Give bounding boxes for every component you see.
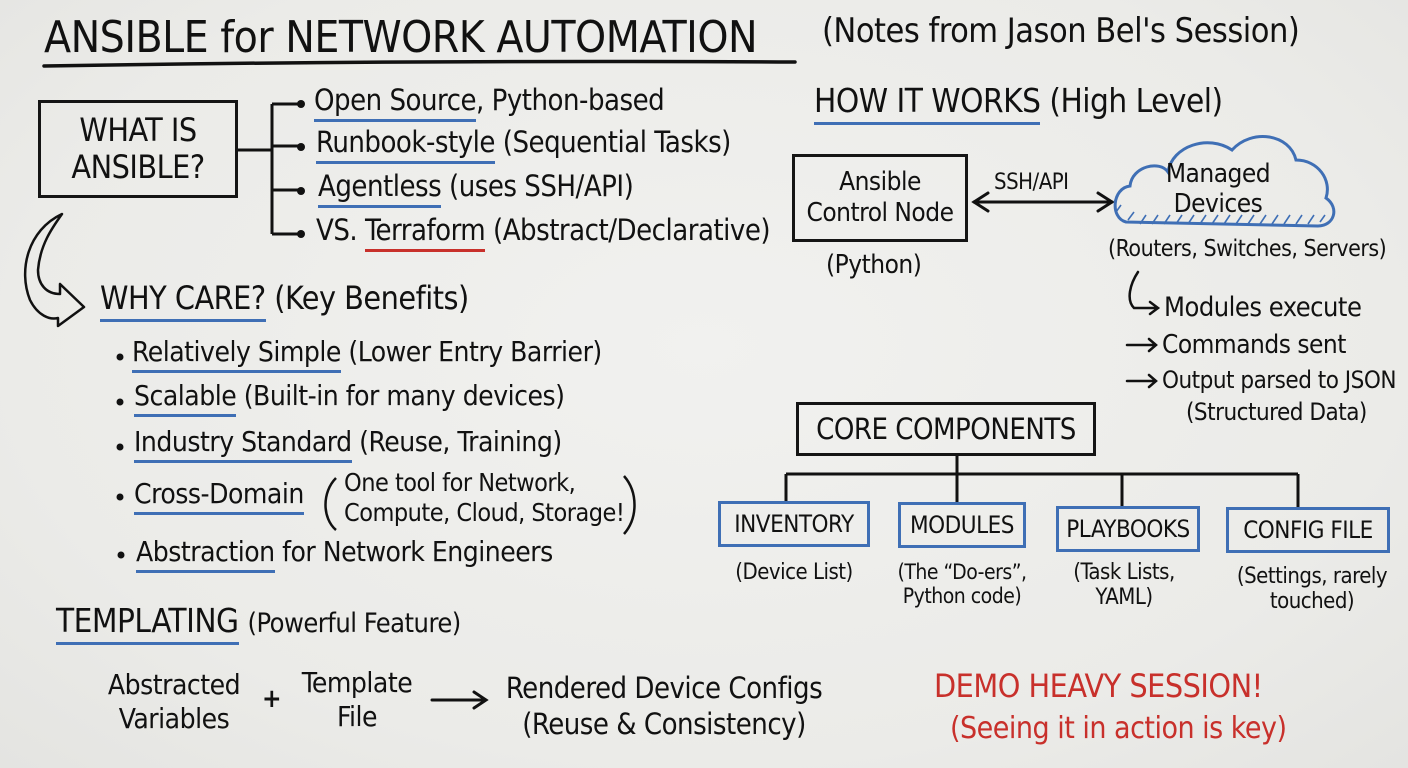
double-arrow-icon bbox=[971, 191, 1115, 213]
why-care-heading: WHY CARE? (Key Benefits) bbox=[100, 279, 469, 322]
item-detail: (Sequential Tasks) bbox=[494, 125, 732, 159]
paren-left bbox=[324, 477, 337, 531]
cloud-line2: Devices bbox=[1173, 188, 1263, 219]
hook-arrow-icon bbox=[1128, 270, 1161, 316]
benefit-item: Cross-Domain bbox=[134, 477, 304, 515]
output-line1: Rendered Device Configs bbox=[505, 671, 823, 705]
component-config-file: CONFIG FILE bbox=[1226, 507, 1390, 553]
step-item: Modules execute bbox=[1164, 292, 1362, 323]
page-subtitle: (Notes from Jason Bel's Session) bbox=[822, 11, 1300, 51]
heading-text: HOW IT WORKS bbox=[814, 81, 1041, 125]
note-line1: (Task Lists, bbox=[1073, 560, 1175, 585]
item-prefix: VS. bbox=[316, 213, 365, 247]
input-line2: File bbox=[337, 699, 377, 733]
what-is-item: VS. Terraform (Abstract/Declarative) bbox=[316, 213, 771, 252]
what-is-connector bbox=[238, 102, 300, 236]
note-line1: (Settings, rarely bbox=[1236, 564, 1388, 589]
control-node-note: (Python) bbox=[826, 250, 922, 280]
component-modules: MODULES bbox=[898, 502, 1026, 548]
cloud-note: (Routers, Switches, Servers) bbox=[1108, 236, 1387, 262]
item-detail: , Python-based bbox=[476, 83, 665, 117]
item-key: Open Source bbox=[314, 83, 477, 122]
benefit-item: Industry Standard (Reuse, Training) bbox=[134, 425, 562, 463]
input-line1: Abstracted bbox=[107, 668, 241, 701]
paren-right bbox=[623, 475, 636, 535]
what-is-item: Runbook-style (Sequential Tasks) bbox=[316, 125, 732, 164]
note-line1: (Device List) bbox=[735, 560, 853, 585]
item-detail: (Reuse, Training) bbox=[351, 425, 562, 458]
bullet-dot-icon bbox=[297, 100, 305, 238]
component-note: (Settings, rarely touched) bbox=[1220, 564, 1404, 615]
component-note: (The “Do-ers”, Python code) bbox=[884, 560, 1040, 608]
callout-note: (Seeing it in action is key) bbox=[950, 711, 1287, 746]
page-title: ANSIBLE for NETWORK AUTOMATION bbox=[44, 12, 758, 63]
detail-line2: Compute, Cloud, Storage! bbox=[344, 498, 625, 527]
benefit-item-detail: One tool for Network, Compute, Cloud, St… bbox=[344, 468, 625, 528]
heading-note: (High Level) bbox=[1049, 81, 1223, 120]
callout-title: DEMO HEAVY SESSION! bbox=[934, 667, 1263, 705]
input-line1: Template bbox=[301, 666, 413, 699]
note-line2: YAML) bbox=[1095, 585, 1153, 611]
curved-arrow-icon bbox=[23, 212, 86, 328]
template-input-variables: Abstracted Variables bbox=[96, 668, 252, 735]
detail-line1: One tool for Network, bbox=[344, 468, 576, 497]
item-key: Agentless bbox=[318, 169, 442, 208]
item-key: Terraform bbox=[364, 213, 486, 252]
heading-text: WHY CARE? bbox=[100, 279, 266, 322]
benefit-item: Relatively Simple (Lower Entry Barrier) bbox=[132, 335, 602, 373]
component-inventory: INVENTORY bbox=[718, 501, 870, 547]
item-detail: (Lower Entry Barrier) bbox=[340, 335, 602, 368]
how-it-works-heading: HOW IT WORKS (High Level) bbox=[814, 81, 1223, 125]
plus-sign: + bbox=[262, 684, 282, 714]
note-line2: Python code) bbox=[902, 584, 1022, 609]
tree-connectors bbox=[784, 454, 1300, 508]
link-label: SSH/API bbox=[994, 170, 1069, 195]
bullet-dot-icon bbox=[116, 353, 125, 559]
control-node-line1: Ansible bbox=[839, 166, 921, 197]
component-note: (Device List) bbox=[712, 560, 876, 585]
what-is-box: WHAT IS ANSIBLE? bbox=[38, 100, 238, 198]
benefit-item: Scalable (Built-in for many devices) bbox=[134, 379, 565, 417]
heading-note: (Powerful Feature) bbox=[247, 608, 461, 639]
heading-text: TEMPLATING bbox=[56, 601, 239, 645]
item-detail: (Abstract/Declarative) bbox=[485, 213, 771, 247]
title-underline bbox=[42, 59, 797, 68]
note-line2: touched) bbox=[1269, 589, 1355, 615]
control-node-box: Ansible Control Node bbox=[792, 154, 968, 242]
benefit-item: Abstraction for Network Engineers bbox=[136, 535, 553, 573]
cloud-icon bbox=[1113, 135, 1336, 228]
input-line2: Variables bbox=[118, 701, 230, 735]
item-key: Abstraction bbox=[136, 535, 275, 573]
note-line1: (The “Do-ers”, bbox=[897, 560, 1027, 584]
item-key: Industry Standard bbox=[134, 425, 352, 463]
steps-note: (Structured Data) bbox=[1186, 398, 1367, 426]
item-detail: (uses SSH/API) bbox=[441, 169, 634, 203]
component-playbooks: PLAYBOOKS bbox=[1056, 506, 1200, 552]
what-is-item: Open Source, Python-based bbox=[314, 83, 665, 122]
what-is-item: Agentless (uses SSH/API) bbox=[318, 169, 634, 208]
control-node-line2: Control Node bbox=[806, 198, 954, 228]
item-key: Scalable bbox=[134, 379, 237, 417]
cloud-label: Managed Devices bbox=[1150, 159, 1286, 220]
step-item: Output parsed to JSON bbox=[1162, 366, 1397, 394]
output-line2: (Reuse & Consistency) bbox=[522, 707, 806, 742]
cloud-line1: Managed bbox=[1165, 159, 1271, 189]
item-key: Cross-Domain bbox=[134, 477, 304, 515]
item-key: Relatively Simple bbox=[132, 335, 341, 373]
what-is-line1: WHAT IS bbox=[79, 111, 197, 150]
template-output: Rendered Device Configs (Reuse & Consist… bbox=[494, 670, 834, 743]
item-detail: for Network Engineers bbox=[274, 535, 553, 568]
templating-heading: TEMPLATING (Powerful Feature) bbox=[56, 601, 461, 645]
item-key: Runbook-style bbox=[316, 125, 495, 164]
what-is-line2: ANSIBLE? bbox=[71, 148, 205, 186]
step-item: Commands sent bbox=[1162, 330, 1346, 360]
right-arrow-icon bbox=[1125, 337, 1158, 389]
core-components-box: CORE COMPONENTS bbox=[796, 402, 1096, 456]
right-arrow-icon bbox=[430, 690, 489, 710]
item-detail: (Built-in for many devices) bbox=[236, 379, 565, 412]
component-note: (Task Lists, YAML) bbox=[1054, 560, 1194, 611]
template-input-file: Template File bbox=[290, 666, 424, 733]
heading-note: (Key Benefits) bbox=[274, 279, 469, 317]
